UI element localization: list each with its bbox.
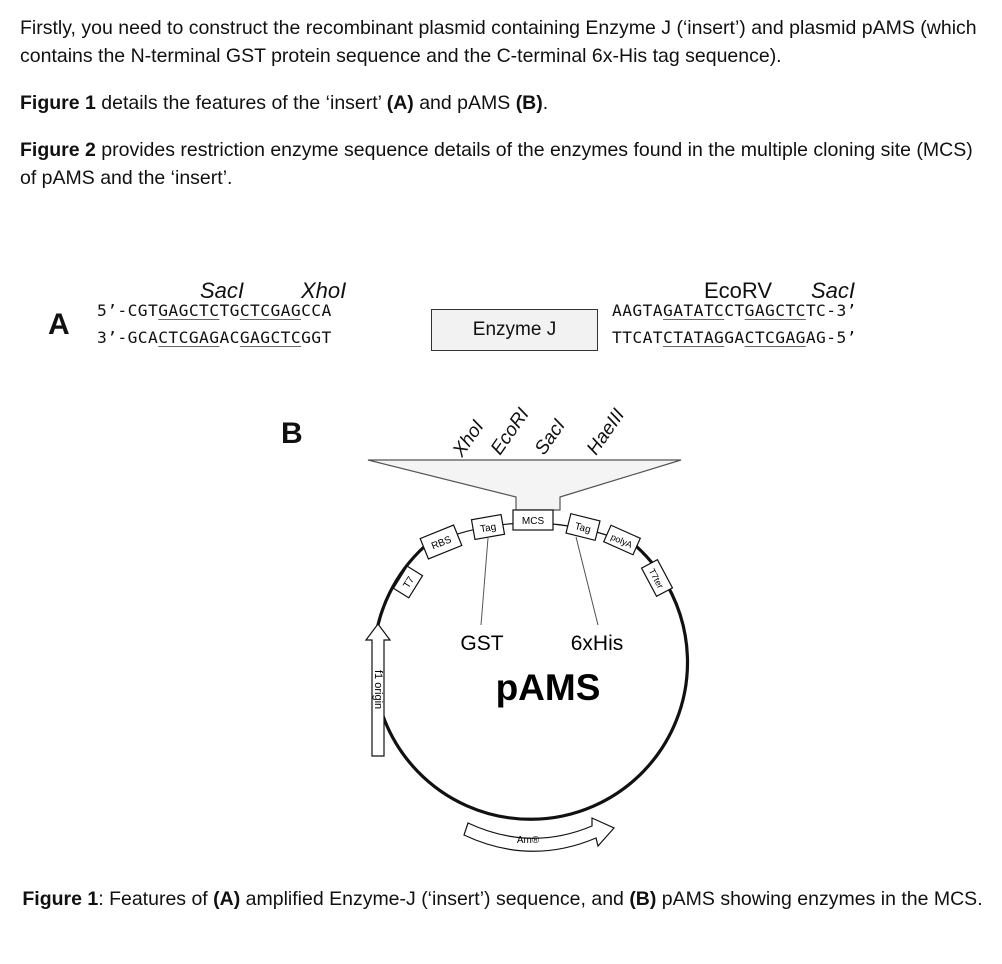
figure-caption: Figure 1: Features of (A) amplified Enzy… <box>22 888 983 910</box>
feature-polya: polyA <box>602 524 642 556</box>
intro-text: Firstly, you need to construct the recom… <box>20 14 985 211</box>
feature-tag-right: Tag <box>565 512 601 542</box>
intro-paragraph-2: Figure 1 details the features of the ‘in… <box>20 92 549 114</box>
panel-b-label: B <box>281 417 303 450</box>
feature-tag-left: Tag <box>470 513 506 541</box>
svg-text:T7: T7 <box>402 575 418 591</box>
site-saci-right: SacI <box>811 278 856 303</box>
gst-label: GST <box>460 632 503 655</box>
mcs-site-ecori: EcoRI <box>487 404 534 459</box>
gst-pointer-line <box>480 537 489 626</box>
panel-a-label: A <box>48 308 70 341</box>
intro-paragraph-1: Firstly, you need to construct the recom… <box>20 17 977 67</box>
site-saci-left: SacI <box>200 278 245 303</box>
plasmid-name: pAMS <box>496 667 601 708</box>
feature-rbs: RBS <box>419 524 463 560</box>
feature-f1-origin-arrow <box>364 623 392 757</box>
feature-amp-label: Am® <box>517 835 540 846</box>
feature-t7ter: T7ter <box>640 558 674 598</box>
his-label: 6xHis <box>571 632 624 655</box>
intro-paragraph-3: Figure 2 provides restriction enzyme seq… <box>20 139 973 189</box>
mcs-site-haeiii: HaeIII <box>583 405 630 459</box>
mcs-zoom-funnel <box>367 459 682 511</box>
svg-text:Tag: Tag <box>573 521 591 536</box>
insert-enzyme-j-box: Enzyme J <box>431 309 598 351</box>
feature-t7: T7 <box>392 565 424 599</box>
feature-mcs: MCS <box>512 509 554 531</box>
feature-f1-origin-label: f1 origin <box>372 670 384 709</box>
seq-left-top: 5’-CGTGAGCTCTGCTCGAGCCA <box>97 301 332 320</box>
feature-amp-arrow <box>463 817 615 852</box>
svg-text:Tag: Tag <box>479 522 497 536</box>
his-pointer-line <box>575 536 599 626</box>
svg-text:MCS: MCS <box>522 516 545 527</box>
mcs-site-xhoi: XhoI <box>448 416 489 461</box>
mcs-site-saci: SacI <box>531 415 570 459</box>
site-ecorv-right: EcoRV <box>704 278 773 303</box>
site-xhoi-left: XhoI <box>301 278 347 303</box>
seq-right-bottom: TTCATCTATAGGACTCGAGAG-5’ <box>612 328 857 347</box>
seq-left-bottom: 3’-GCACTCGAGACGAGCTCGGT <box>97 328 332 347</box>
seq-right-top: AAGTAGATATCCTGAGCTCTC-3’ <box>612 301 857 320</box>
